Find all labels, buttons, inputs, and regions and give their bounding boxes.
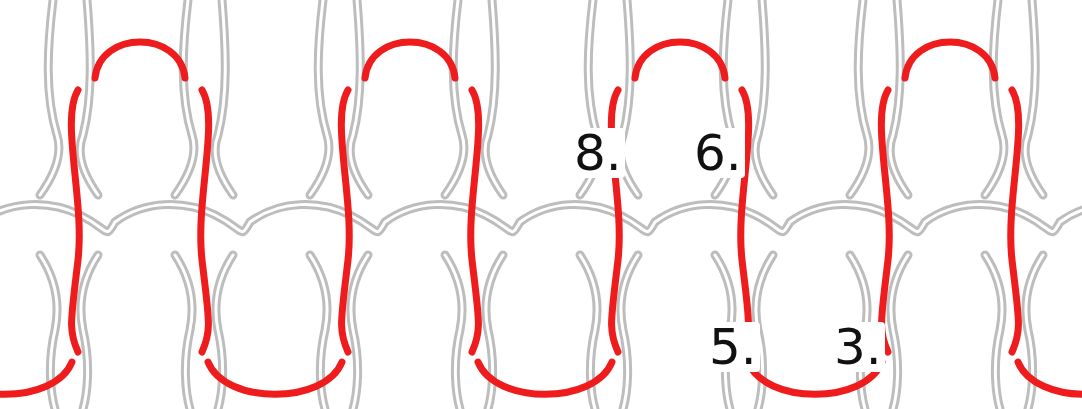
red-loop-leg (1011, 90, 1019, 352)
grey-strand-core (310, 0, 329, 195)
grey-strand (891, 255, 908, 409)
grey-strand (0, 205, 1082, 232)
grey-strand (215, 0, 233, 195)
red-loop-leg (201, 90, 209, 352)
grey-strand (175, 255, 192, 409)
grey-strand-core (80, 0, 98, 195)
grey-strand (755, 0, 773, 195)
grey-strand (445, 255, 462, 409)
grey-strand-core (985, 0, 1004, 195)
grey-strand-core (1025, 0, 1043, 195)
grey-strand (40, 0, 59, 195)
red-sinker-arc (478, 362, 612, 394)
red-yarn (0, 42, 1082, 394)
red-sinker-arc (1018, 362, 1082, 394)
grey-strand (350, 0, 368, 195)
grey-strand (175, 0, 194, 195)
grey-strand-core (445, 255, 462, 409)
grey-strand-core (445, 0, 464, 195)
grey-strand-core (890, 0, 908, 195)
grey-strand (351, 255, 368, 409)
callout-number: 8. (571, 128, 625, 178)
grey-strand (850, 0, 869, 195)
grey-strand-core (175, 255, 192, 409)
grey-strand (485, 0, 503, 195)
grey-strand-core (985, 255, 1002, 409)
grey-strand-core (755, 0, 773, 195)
red-loop-head (905, 42, 995, 78)
grey-strand (621, 255, 638, 409)
red-loop-head (635, 42, 725, 78)
grey-strand-core (351, 255, 368, 409)
red-loop-leg (71, 90, 79, 352)
red-sinker-arc (208, 362, 342, 394)
grey-strand-core (40, 0, 59, 195)
red-sinker-arc (0, 362, 72, 394)
grey-strand (1025, 0, 1043, 195)
red-loop-leg (881, 90, 889, 352)
grey-strand (81, 255, 98, 409)
grey-strand (985, 0, 1004, 195)
grey-strand-core (350, 0, 368, 195)
red-loop-head (95, 42, 185, 78)
grey-strand-core (81, 255, 98, 409)
grey-strand-core (215, 0, 233, 195)
callout-number: 5. (706, 322, 760, 372)
grey-strand (310, 0, 329, 195)
red-loop-head (365, 42, 455, 78)
red-loop-leg (341, 90, 349, 352)
grey-strand-core (621, 255, 638, 409)
grey-strand (890, 0, 908, 195)
grey-strand (985, 255, 1002, 409)
grey-strand-core (175, 0, 194, 195)
grey-strand (445, 0, 464, 195)
grey-strand (80, 0, 98, 195)
grey-strand-core (485, 0, 503, 195)
red-loop-leg (471, 90, 479, 352)
callout-number: 3. (831, 322, 885, 372)
callout-number: 6. (691, 128, 745, 178)
grey-strand-core (0, 205, 1082, 232)
grey-strand-core (891, 255, 908, 409)
grey-strand-core (850, 0, 869, 195)
